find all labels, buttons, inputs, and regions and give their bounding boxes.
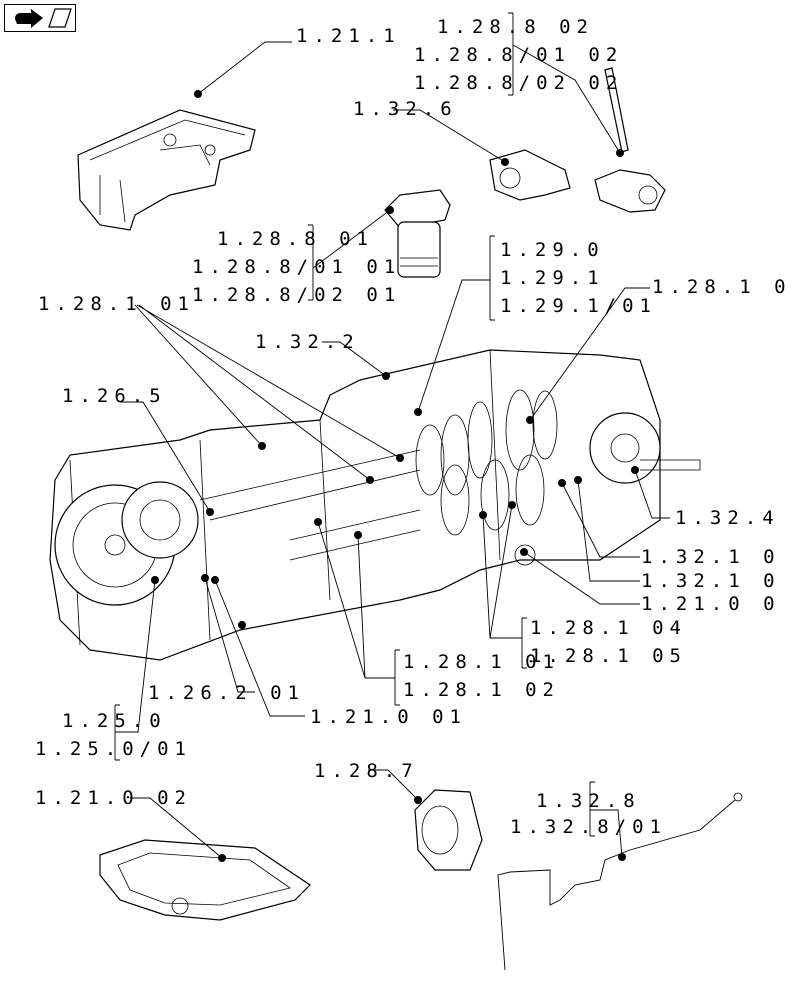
ref-label[interactable]: 1.28.1 0 <box>652 276 792 298</box>
ref-label[interactable]: 1.32.6 <box>353 98 458 120</box>
leader-lines <box>114 12 670 859</box>
ref-label[interactable]: 1.26.2 01 <box>148 682 305 704</box>
ref-label[interactable]: 1.29.1/01 <box>500 295 657 317</box>
ref-label[interactable]: 1.26.5 <box>62 385 167 407</box>
ref-label[interactable]: 1.32.1 0 <box>641 546 781 568</box>
ref-label[interactable]: 1.28.1 01 <box>403 651 560 673</box>
ref-label[interactable]: 1.25.0/01 <box>35 738 192 760</box>
ref-label[interactable]: 1.28.1 02 <box>403 679 560 701</box>
ref-label[interactable]: 1.21.1 <box>296 25 401 47</box>
ref-label[interactable]: 1.28.8 01 <box>217 228 374 250</box>
ref-label[interactable]: 1.28.8/01 01 <box>192 256 401 278</box>
ref-label[interactable]: 1.28.8/02 01 <box>192 284 401 306</box>
ref-label[interactable]: 1.32.4 <box>675 507 780 529</box>
ref-label[interactable]: 1.28.8 02 <box>437 16 594 38</box>
ref-label[interactable]: 1.32.1 0 <box>641 570 781 592</box>
ref-label[interactable]: 1.21.0 02 <box>35 787 192 809</box>
back-button[interactable] <box>4 4 76 32</box>
dipstick-tube <box>594 67 666 213</box>
oil-pan <box>99 839 311 921</box>
lubrication-pipe <box>497 792 743 971</box>
seal-carrier <box>414 789 483 871</box>
ref-label[interactable]: 1.21.0 0 <box>641 593 781 615</box>
ref-label[interactable]: 1.28.1 04 <box>530 617 687 639</box>
ref-label[interactable]: 1.25.0 <box>62 710 167 732</box>
ref-label[interactable]: 1.28.7 <box>314 760 419 782</box>
hydraulic-filter <box>384 189 451 278</box>
back-arrow-icon <box>15 8 72 28</box>
front-support-bracket <box>77 109 256 231</box>
ref-label[interactable]: 1.28.8/02 02 <box>414 72 623 94</box>
ref-label[interactable]: 1.32.8/01 <box>510 816 667 838</box>
ref-label[interactable]: 1.29.0 <box>500 239 605 261</box>
ref-label[interactable]: 1.32.8 <box>536 790 641 812</box>
ref-label[interactable]: 1.28.8/01 02 <box>414 44 623 66</box>
reference-labels: 1.21.1 1.28.8 02 1.28.8/01 02 1.28.8/02 … <box>35 16 792 838</box>
ref-label[interactable]: 1.32.2 <box>255 331 360 353</box>
sensor-clamp <box>489 149 571 201</box>
ref-label[interactable]: 1.21.0 01 <box>310 706 467 728</box>
transmission-housing <box>49 349 701 661</box>
callout-dots <box>151 90 639 862</box>
ref-label[interactable]: 1.29.1 <box>500 267 605 289</box>
ref-label[interactable]: 1.28.1 05 <box>530 645 687 667</box>
ref-label[interactable]: 1.28.1 01 <box>38 293 195 315</box>
